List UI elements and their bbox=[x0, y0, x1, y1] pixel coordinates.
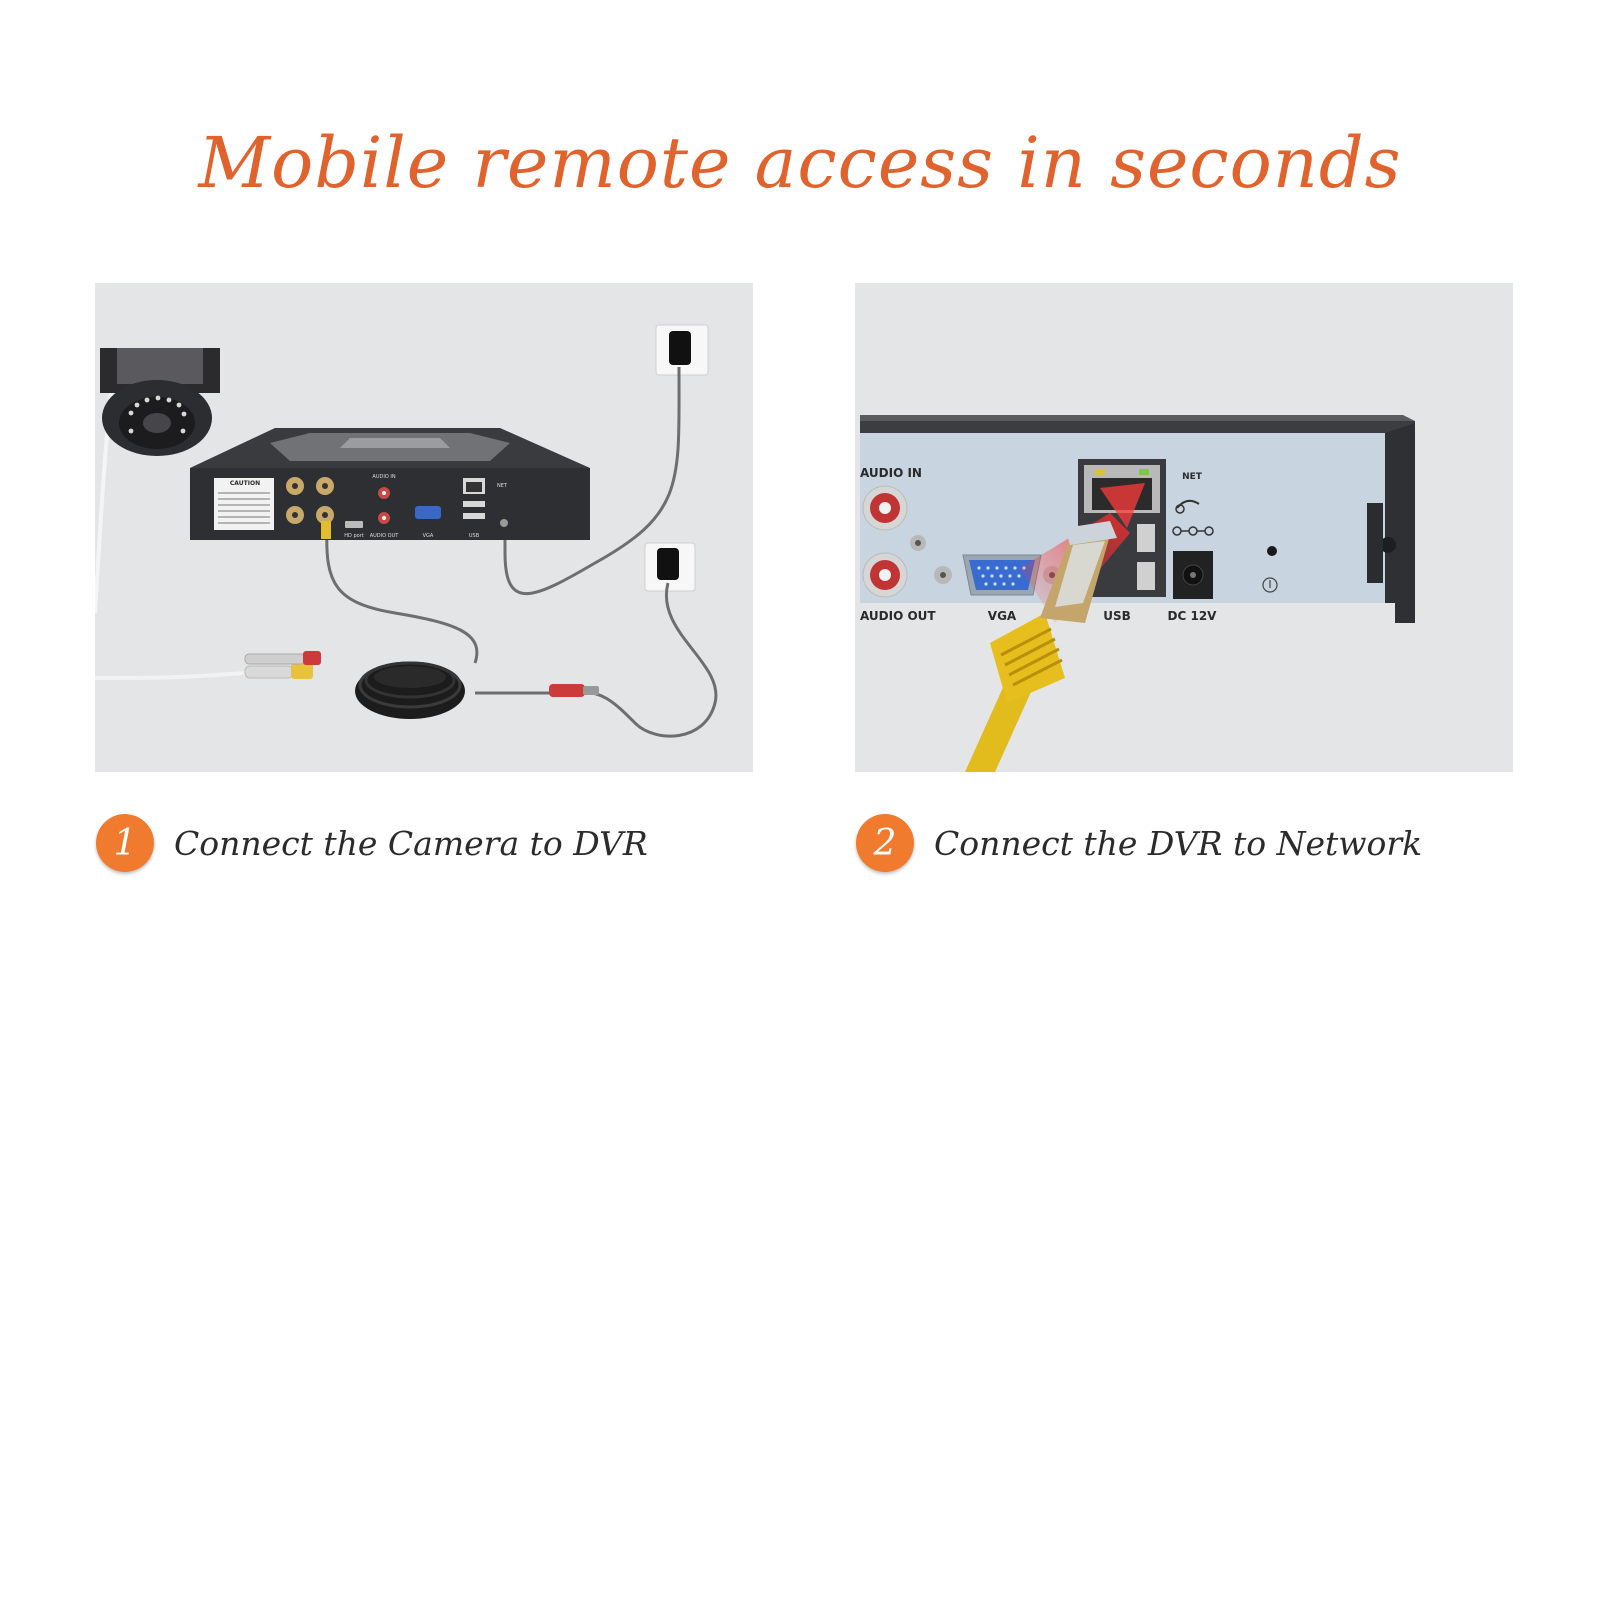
step-2-number-badge: 2 bbox=[856, 814, 914, 872]
audio-in-port bbox=[862, 485, 908, 531]
dc-power-port bbox=[1173, 551, 1213, 599]
usb-label: USB bbox=[1103, 609, 1131, 623]
ethernet-cable bbox=[965, 521, 1117, 772]
camera-to-dvr-illustration: CAUTION AUDIO IN AUDIO OUT HD port bbox=[95, 283, 753, 772]
dc-12v-label: DC 12V bbox=[1168, 609, 1218, 623]
net-small-label: NET bbox=[497, 483, 508, 489]
audio-out-port bbox=[862, 552, 908, 598]
dvr-recorder: CAUTION AUDIO IN AUDIO OUT HD port bbox=[190, 428, 590, 540]
dome-camera bbox=[100, 348, 220, 456]
power-outlet-middle bbox=[644, 542, 696, 592]
step-1: 1 Connect the Camera to DVR bbox=[96, 812, 648, 874]
audio-out-small-label: AUDIO OUT bbox=[370, 533, 400, 539]
step-1-number-badge: 1 bbox=[96, 814, 154, 872]
camera-cable bbox=[95, 671, 246, 680]
vga-port bbox=[934, 554, 1061, 596]
usb-small-label: USB bbox=[469, 533, 480, 539]
audio-out-label: AUDIO OUT bbox=[860, 609, 936, 623]
cables bbox=[325, 366, 718, 738]
step-2-text: Connect the DVR to Network bbox=[934, 823, 1423, 863]
step-1-text: Connect the Camera to DVR bbox=[174, 823, 648, 863]
page-headline: Mobile remote access in seconds bbox=[198, 122, 1402, 204]
vga-label: VGA bbox=[988, 609, 1017, 623]
bnc-connectors bbox=[244, 651, 599, 697]
audio-in-label: AUDIO IN bbox=[860, 466, 922, 480]
vga-small-label: VGA bbox=[423, 533, 434, 539]
dvr-to-network-illustration: AUDIO IN AUDIO OUT VGA USB NET DC 12V bbox=[855, 283, 1513, 772]
audio-in-small-label: AUDIO IN bbox=[372, 474, 395, 480]
bnc-inputs bbox=[286, 477, 334, 524]
coiled-cable bbox=[355, 661, 465, 719]
caution-label: CAUTION bbox=[230, 480, 260, 487]
step-2: 2 Connect the DVR to Network bbox=[856, 812, 1422, 874]
net-label: NET bbox=[1182, 472, 1203, 482]
hd-port-label: HD port bbox=[344, 533, 363, 539]
power-outlet-top bbox=[655, 324, 709, 376]
